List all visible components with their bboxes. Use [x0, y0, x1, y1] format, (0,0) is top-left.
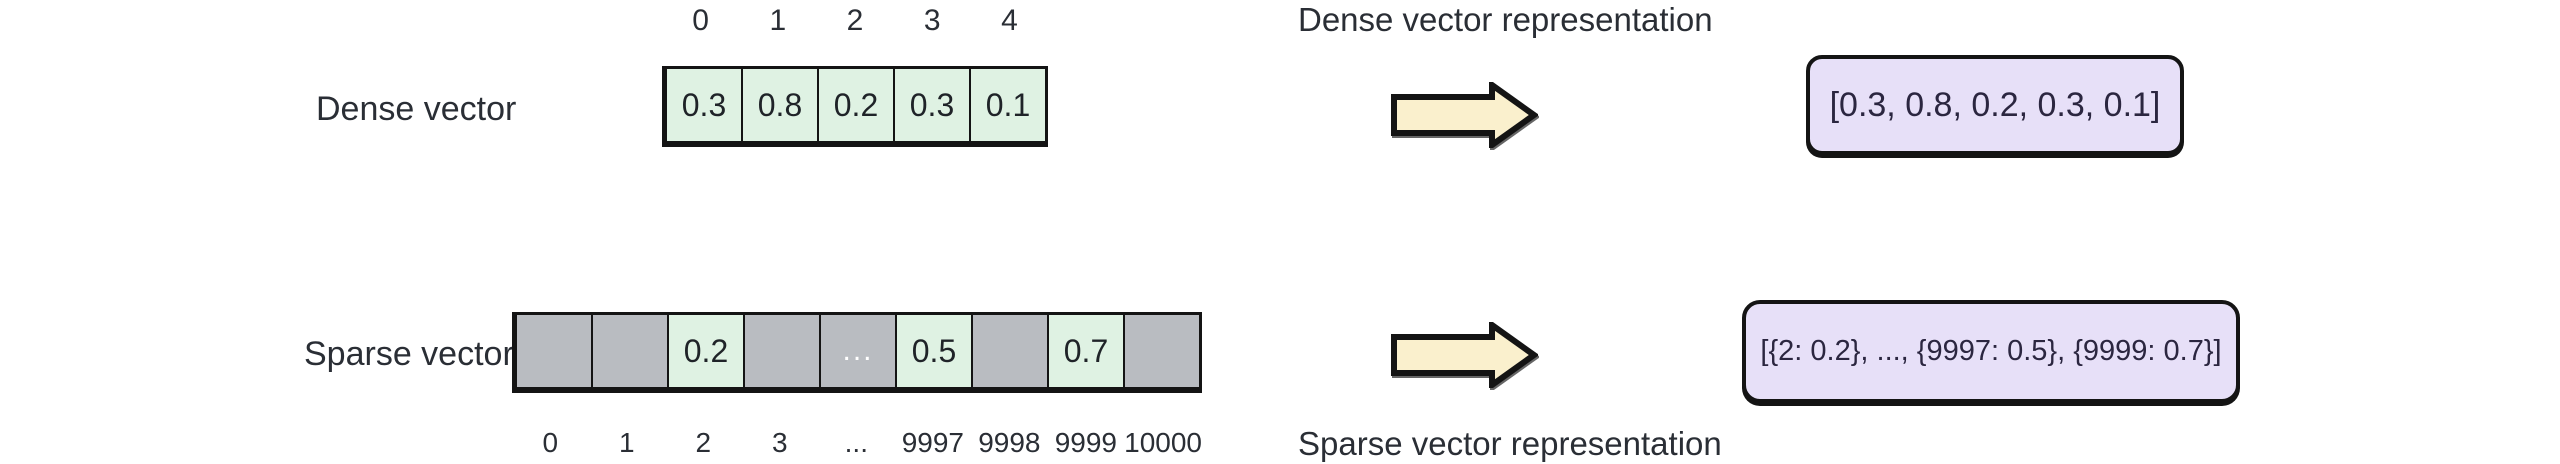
dense-index-label: 2 [846, 4, 864, 37]
vector-cell [1123, 315, 1199, 387]
sparse-index-label: 9998 [978, 427, 1041, 458]
sparse-index-label: 2 [695, 427, 712, 458]
vector-cell [971, 315, 1047, 387]
dense-representation-box: [0.3, 0.8, 0.2, 0.3, 0.1] [1806, 55, 2184, 155]
dense-index-label: 3 [923, 4, 941, 37]
vector-cell: 0.8 [741, 69, 817, 141]
sparse-index-label: 1 [618, 427, 635, 458]
vector-cell [591, 315, 667, 387]
dense-representation-title: Dense vector representation [1298, 1, 1713, 38]
vector-cell: 0.7 [1047, 315, 1123, 387]
dense-vector-index-row: 0 1 2 3 4 [662, 0, 1048, 42]
sparse-index-label: 3 [772, 427, 788, 458]
dense-representation-text: [0.3, 0.8, 0.2, 0.3, 0.1] [1829, 85, 2161, 124]
sparse-index-label: 10000 [1124, 427, 1202, 458]
vector-cell: 0.1 [969, 69, 1045, 141]
vector-cell: 0.2 [667, 315, 743, 387]
vector-cell [515, 315, 591, 387]
vector-cell [743, 315, 819, 387]
right-arrow-icon [1391, 322, 1538, 388]
sparse-index-label: ... [844, 427, 868, 458]
vector-cell: 0.3 [893, 69, 969, 141]
right-arrow-icon [1391, 82, 1538, 148]
sparse-index-label: 0 [542, 427, 559, 458]
dense-vector-label: Dense vector [316, 90, 517, 128]
vector-cell: 0.5 [895, 315, 971, 387]
vector-cell: 0.2 [817, 69, 893, 141]
sparse-vector-label: Sparse vector [304, 335, 514, 373]
sparse-representation-box: [{2: 0.2}, ..., {9997: 0.5}, {9999: 0.7}… [1742, 300, 2240, 403]
dense-index-label: 1 [769, 4, 787, 37]
dense-index-label: 0 [692, 4, 709, 37]
sparse-representation-text: [{2: 0.2}, ..., {9997: 0.5}, {9999: 0.7}… [1760, 335, 2222, 367]
dense-index-label: 4 [1001, 4, 1018, 37]
sparse-representation-title: Sparse vector representation [1298, 425, 1722, 462]
vector-cell: ... [819, 315, 895, 387]
sparse-index-label: 9997 [901, 427, 964, 458]
sparse-vector-cells: 0.2...0.5 0.7 [512, 312, 1202, 390]
vector-cell: 0.3 [665, 69, 741, 141]
sparse-index-label: 9999 [1054, 427, 1118, 458]
